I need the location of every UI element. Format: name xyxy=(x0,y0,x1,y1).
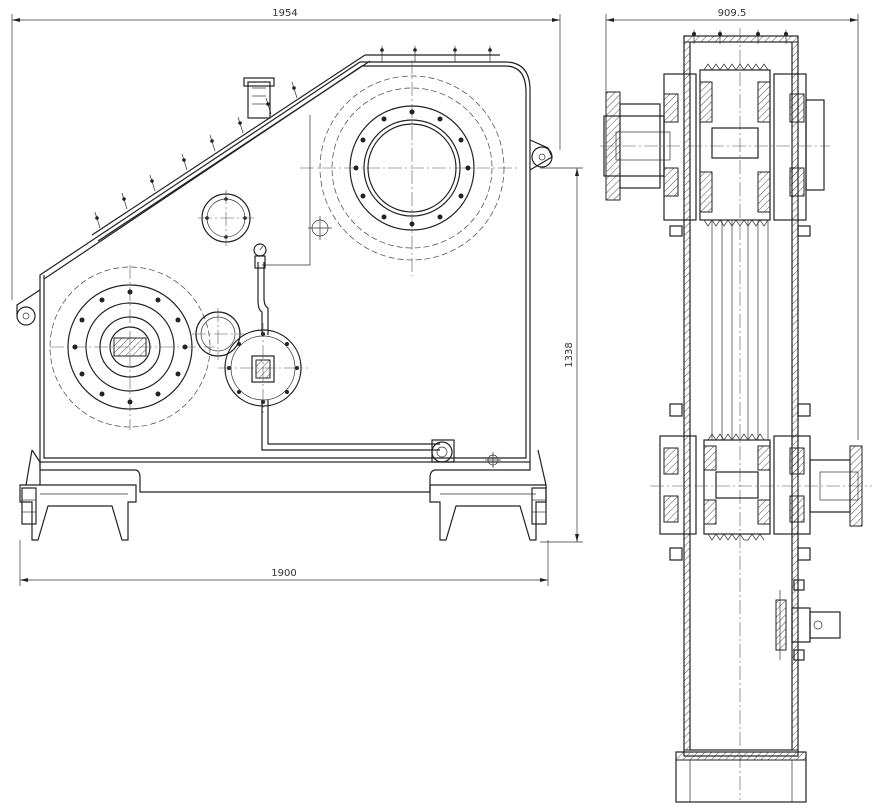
breather xyxy=(243,77,275,119)
side-view: 909.5 xyxy=(600,8,872,803)
inspection-cover-lower xyxy=(192,308,244,360)
dimension-label-1900: 1900 xyxy=(271,568,296,579)
front-view: 1954 1900 1338 xyxy=(11,8,583,586)
dimension-label-1338: 1338 xyxy=(564,342,575,367)
dimension-height: 1338 xyxy=(540,167,583,543)
dimension-side-width: 909.5 xyxy=(605,8,859,440)
dimension-overall-width-top: 1954 xyxy=(11,8,561,300)
side-housing xyxy=(683,28,799,800)
oil-drain-fitting xyxy=(431,439,501,468)
mid-flange-bolts xyxy=(669,225,811,561)
dimension-label-909-5: 909.5 xyxy=(718,8,747,19)
upper-shaft-assembly xyxy=(600,63,830,227)
center-mark xyxy=(308,216,332,240)
gearbox-housing xyxy=(16,54,553,493)
foot-right xyxy=(429,449,547,541)
dimension-overall-width-bottom: 1900 xyxy=(19,540,549,586)
inspection-cover-upper xyxy=(198,190,254,246)
side-base xyxy=(675,751,807,803)
input-bearing-housing xyxy=(49,265,215,430)
internal-rods xyxy=(711,220,769,440)
side-sensor xyxy=(775,579,841,661)
dimension-label-1954: 1954 xyxy=(272,8,297,19)
foot-left xyxy=(19,449,137,541)
pressure-gauge xyxy=(253,243,267,269)
lower-shaft-assembly xyxy=(650,433,872,541)
top-flange-bolts xyxy=(94,46,492,229)
output-bearing-housing xyxy=(300,60,520,276)
oil-line xyxy=(257,115,440,451)
oil-pump-flange xyxy=(218,323,308,413)
